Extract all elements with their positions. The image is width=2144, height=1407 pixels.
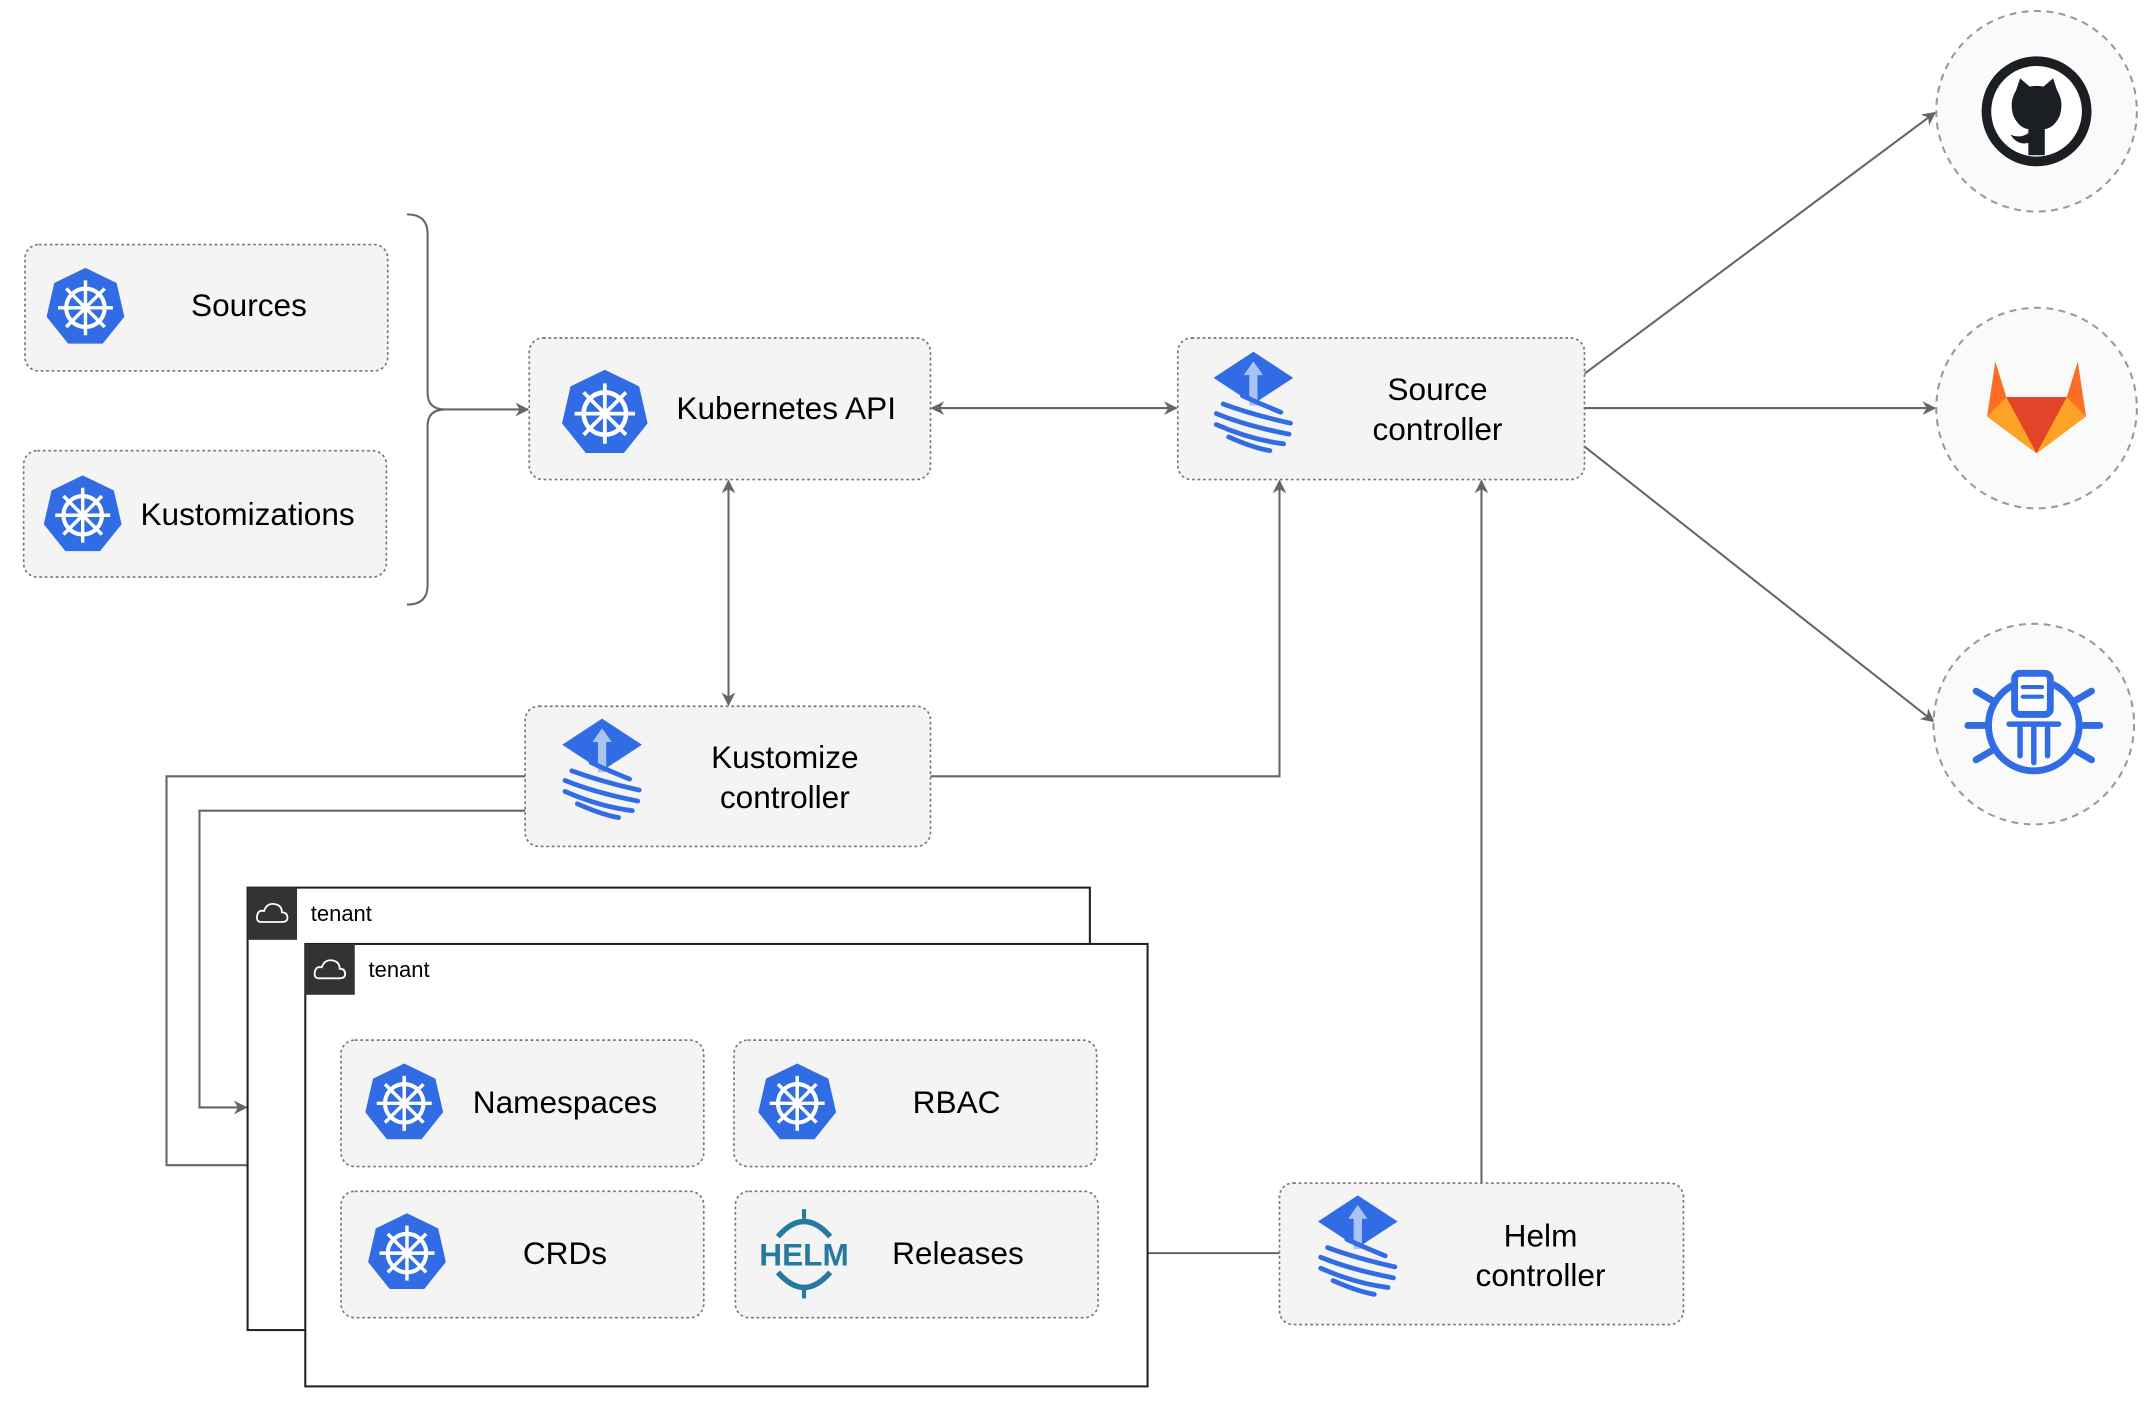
cloud-icon bbox=[313, 959, 347, 980]
helm-controller-node[interactable]: Helm controller bbox=[1278, 1182, 1685, 1326]
crds-node[interactable]: CRDs bbox=[340, 1190, 705, 1319]
bucket-icon bbox=[1964, 669, 2104, 775]
source-controller-label-2: controller bbox=[1373, 411, 1503, 447]
releases-label: Releases bbox=[892, 1235, 1024, 1271]
kustomize-controller-node[interactable]: Kustomize controller bbox=[524, 705, 932, 848]
rbac-label: RBAC bbox=[913, 1084, 1001, 1120]
arrow-kustomize-to-tenant-back bbox=[198, 809, 526, 1115]
gitlab-source[interactable] bbox=[1935, 306, 2138, 510]
cloud-icon bbox=[256, 903, 289, 923]
rbac-node[interactable]: RBAC bbox=[733, 1039, 1098, 1168]
helm-icon: HELM bbox=[759, 1209, 849, 1299]
github-source[interactable] bbox=[1935, 9, 2138, 213]
kubernetes-api-label: Kubernetes API bbox=[676, 390, 896, 426]
kustomize-controller-label-1: Kustomize bbox=[711, 739, 858, 775]
helm-controller-label-1: Helm bbox=[1504, 1217, 1578, 1253]
kubernetes-api-node[interactable]: Kubernetes API bbox=[528, 337, 932, 481]
helm-controller-label-2: controller bbox=[1476, 1257, 1606, 1293]
namespaces-label: Namespaces bbox=[473, 1084, 657, 1120]
bucket-source[interactable] bbox=[1932, 622, 2136, 826]
helm-logo-text: HELM bbox=[759, 1236, 849, 1272]
sources-label: Sources bbox=[191, 287, 307, 323]
arrow-to-github bbox=[1583, 111, 1936, 375]
kustomizations-node[interactable]: Kustomizations bbox=[22, 449, 388, 578]
source-controller-label-1: Source bbox=[1387, 371, 1487, 407]
github-icon bbox=[1981, 56, 2092, 167]
tenant-label: tenant bbox=[369, 957, 430, 982]
gitlab-icon bbox=[1987, 361, 2087, 454]
kustomize-controller-label-2: controller bbox=[720, 779, 850, 815]
tenant-label: tenant bbox=[311, 901, 372, 926]
group-brace bbox=[406, 213, 446, 606]
arrow-kustomize-to-source bbox=[930, 479, 1287, 778]
kustomizations-label: Kustomizations bbox=[140, 496, 354, 532]
arrow-to-bucket bbox=[1583, 445, 1935, 723]
crds-label: CRDs bbox=[523, 1235, 607, 1271]
releases-node[interactable]: HELM Releases bbox=[734, 1190, 1099, 1319]
source-controller-node[interactable]: Source controller bbox=[1176, 337, 1586, 481]
arrow-kustomize-to-tenant-front bbox=[165, 775, 526, 1173]
namespaces-node[interactable]: Namespaces bbox=[340, 1039, 705, 1168]
sources-node[interactable]: Sources bbox=[24, 243, 389, 372]
